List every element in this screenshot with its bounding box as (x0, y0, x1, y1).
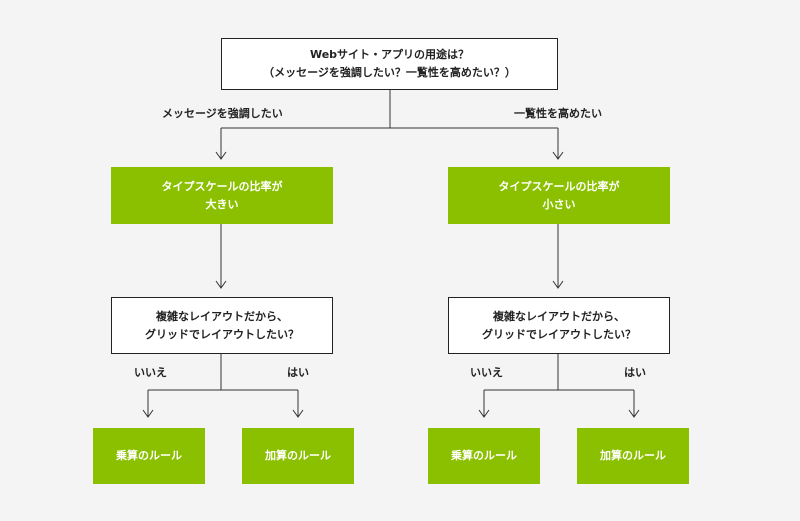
answer-no-right: いいえ (470, 366, 503, 379)
rule-multiply-left: 乗算のルール (93, 428, 205, 484)
grid-question-left-line2: グリッドでレイアウトしたい？ (145, 327, 299, 341)
ratio-small-line2: 小さい (542, 197, 576, 211)
ratio-small-line1: タイプスケールの比率が (498, 179, 620, 193)
edge-label-emphasize: メッセージを強調したい (162, 107, 283, 120)
grid-question-right-line1: 複雑なレイアウトだから、 (493, 309, 625, 323)
rule-multiply-left-label: 乗算のルール (116, 449, 182, 462)
answer-no-left: いいえ (134, 366, 167, 379)
answer-yes-left: はい (287, 366, 309, 379)
root-question-line2: （メッセージを強調したい？一覧性を高めたい？） (263, 66, 516, 79)
grid-question-right-line2: グリッドでレイアウトしたい？ (482, 327, 636, 341)
rule-multiply-right-label: 乗算のルール (451, 449, 517, 462)
rule-add-right: 加算のルール (577, 428, 689, 484)
ratio-large-line1: タイプスケールの比率が (161, 179, 283, 193)
answer-yes-right: はい (624, 366, 646, 379)
rule-multiply-right: 乗算のルール (428, 428, 540, 484)
edge-label-overview: 一覧性を高めたい (514, 107, 602, 120)
root-question-line1: Webサイト・アプリの用途は？ (309, 48, 470, 61)
grid-question-left-line1: 複雑なレイアウトだから、 (156, 309, 288, 323)
root-question: Webサイト・アプリの用途は？ （メッセージを強調したい？一覧性を高めたい？） (221, 38, 558, 90)
grid-question-right: 複雑なレイアウトだから、 グリッドでレイアウトしたい？ (448, 297, 670, 354)
ratio-small-box: タイプスケールの比率が 小さい (448, 167, 670, 224)
ratio-large-line2: 大きい (205, 197, 239, 211)
grid-question-left: 複雑なレイアウトだから、 グリッドでレイアウトしたい？ (111, 297, 333, 354)
rule-add-left-label: 加算のルール (265, 449, 331, 462)
rule-add-left: 加算のルール (242, 428, 354, 484)
ratio-large-box: タイプスケールの比率が 大きい (111, 167, 333, 224)
rule-add-right-label: 加算のルール (600, 449, 666, 462)
